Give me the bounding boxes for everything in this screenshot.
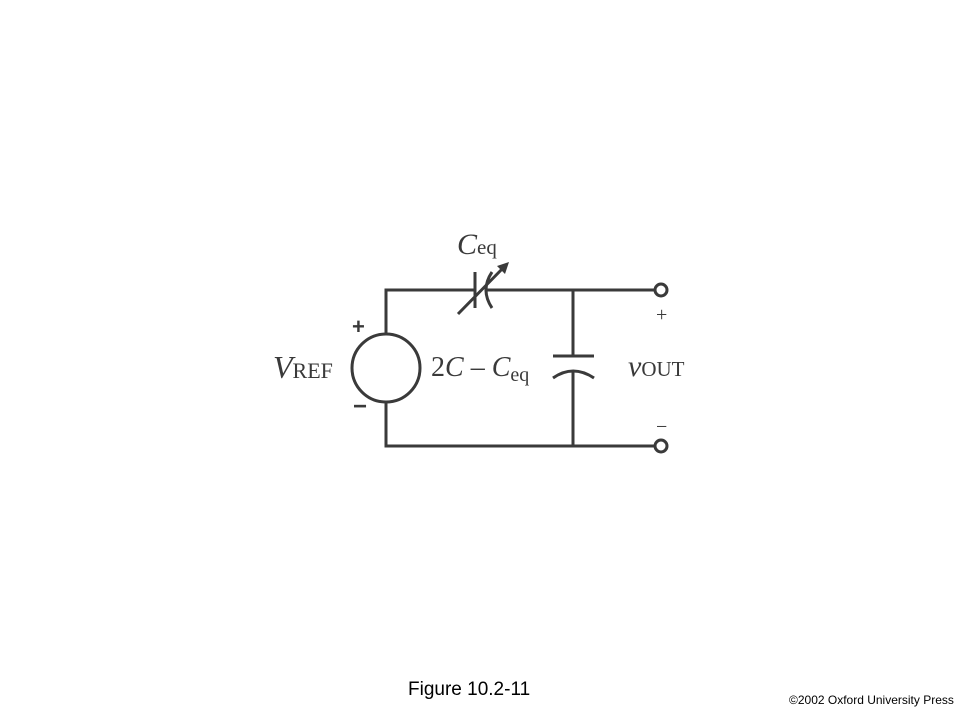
voltage-source [350, 332, 422, 404]
output-terminals [653, 282, 669, 454]
output-terminal-top [653, 282, 669, 298]
source-plus-sign: + [352, 314, 365, 339]
fixed-capacitor-curved-plate [552, 369, 595, 380]
variable-capacitor-curved-plate [484, 271, 494, 309]
variable-capacitor-arrow-shaft [456, 264, 507, 316]
source-minus-sign: − [353, 393, 367, 420]
fixed-capacitor [552, 354, 595, 380]
output-minus-sign: − [656, 416, 667, 438]
circuit-wires [384, 288, 656, 448]
variable-capacitor [456, 262, 509, 316]
figure-caption: Figure 10.2-11 [408, 679, 531, 700]
variable-capacitor-label: Ceq [457, 228, 497, 261]
voltage-source-circle [350, 332, 422, 404]
output-terminal-bottom [653, 438, 669, 454]
source-label: VREF [273, 349, 333, 385]
fixed-capacitor-label: 2C – Ceq [431, 352, 529, 386]
copyright-notice: ©2002 Oxford University Press [789, 693, 954, 707]
variable-capacitor-arrow-head [497, 262, 509, 274]
output-plus-sign: + [656, 304, 667, 326]
output-label: vOUT [628, 350, 685, 383]
